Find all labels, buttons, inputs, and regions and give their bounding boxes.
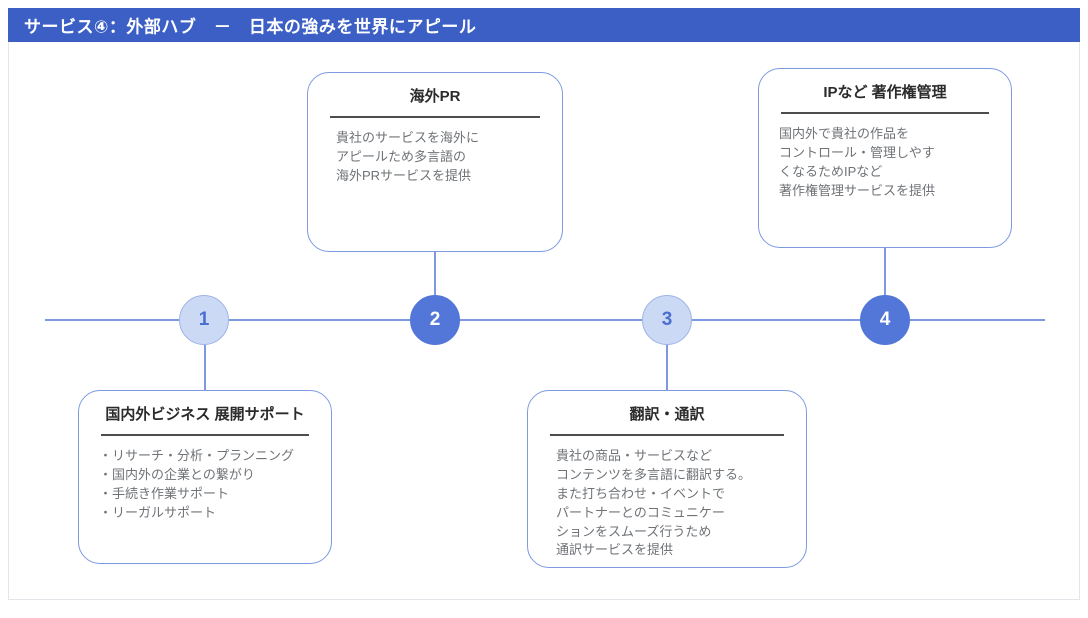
card-4-title: IPなど 著作権管理 — [823, 84, 947, 101]
card-4[interactable]: IPなど 著作権管理 国内外で貴社の作品を コントロール・管理しやす くなるため… — [758, 68, 1012, 248]
card-2-divider — [330, 116, 540, 119]
timeline-node-3-label: 3 — [661, 309, 673, 330]
card-3-divider — [550, 434, 784, 437]
card-1-body: ・リサーチ・分析・プランニング ・国内外の企業との繋がり ・手続き作業サポート … — [99, 448, 295, 520]
card-4-body: 国内外で貴社の作品を コントロール・管理しやす くなるためIPなど 著作権管理サ… — [779, 126, 936, 198]
page-title: サービス④：外部ハブ － 日本の強みを世界にアピール — [24, 17, 477, 37]
timeline-axis — [45, 319, 1045, 321]
timeline-node-1[interactable]: 1 — [179, 295, 229, 345]
timeline-node-4-label: 4 — [879, 309, 891, 330]
card-1[interactable]: 国内外ビジネス 展開サポート ・リサーチ・分析・プランニング ・国内外の企業との… — [78, 390, 332, 564]
card-2-title: 海外PR — [409, 88, 461, 105]
connector-card-1 — [204, 344, 206, 390]
card-4-divider — [781, 112, 989, 115]
connector-card-2 — [434, 252, 436, 296]
connector-card-4 — [884, 248, 886, 296]
card-1-divider — [101, 434, 309, 437]
connector-card-3 — [666, 344, 668, 390]
timeline-node-2[interactable]: 2 — [410, 295, 460, 345]
timeline-node-1-label: 1 — [198, 309, 210, 330]
card-2-body: 貴社のサービスを海外に アピールため多言語の 海外PRサービスを提供 — [336, 130, 480, 183]
timeline-node-2-label: 2 — [429, 309, 441, 330]
card-2[interactable]: 海外PR 貴社のサービスを海外に アピールため多言語の 海外PRサービスを提供 — [307, 72, 563, 252]
timeline-node-4[interactable]: 4 — [860, 295, 910, 345]
card-3-title: 翻訳・通訳 — [629, 406, 705, 423]
timeline-node-3[interactable]: 3 — [642, 295, 692, 345]
slide-title-bar: サービス④：外部ハブ － 日本の強みを世界にアピール — [8, 8, 1080, 42]
card-3[interactable]: 翻訳・通訳 貴社の商品・サービスなど コンテンツを多言語に翻訳する。 また打ち合… — [527, 390, 807, 568]
card-3-body: 貴社の商品・サービスなど コンテンツを多言語に翻訳する。 また打ち合わせ・イベン… — [556, 448, 752, 558]
card-1-title: 国内外ビジネス 展開サポート — [105, 406, 305, 423]
